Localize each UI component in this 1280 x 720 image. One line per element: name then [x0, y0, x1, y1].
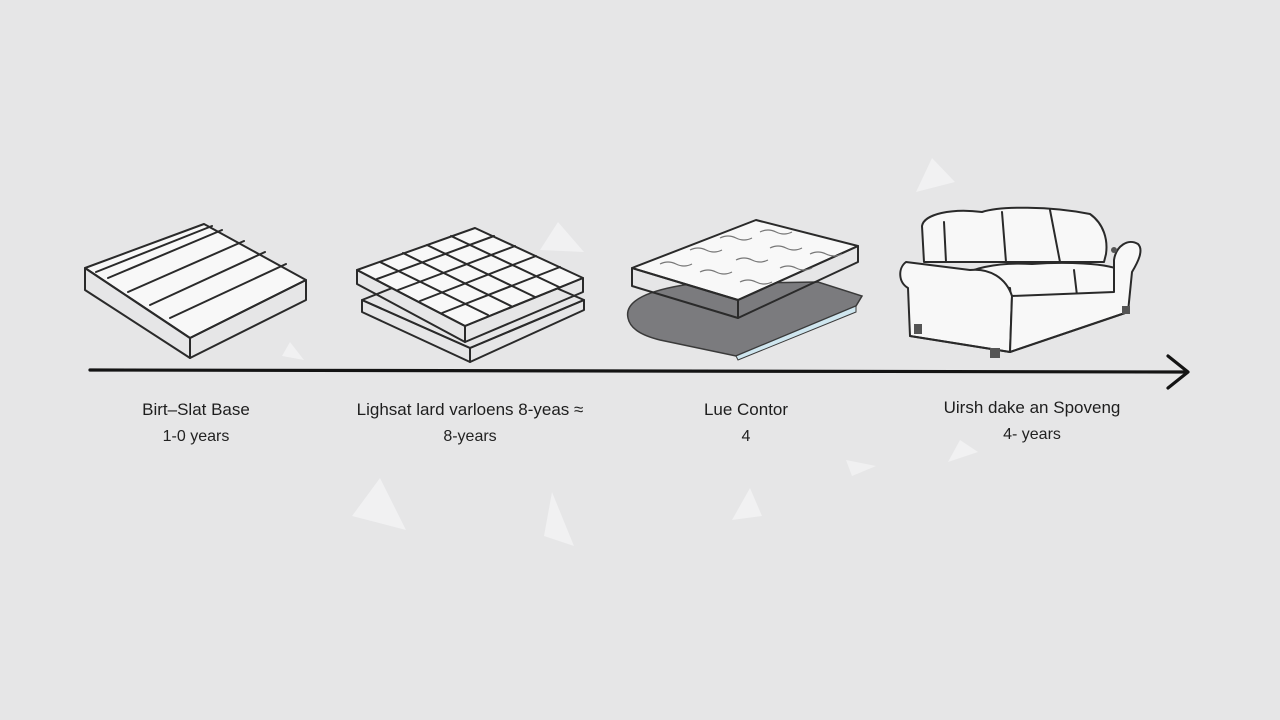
stage-label-foam-topper: Lue Contor 4	[646, 399, 846, 448]
slatted-bed-base-icon	[84, 223, 307, 359]
timeline-arrow	[88, 354, 1190, 390]
stage-name: Lue Contor	[703, 400, 789, 419]
stage-duration: 4	[741, 428, 751, 445]
background-shards	[282, 158, 978, 546]
stage-label-grid-frame: Lighsat lard varloens 8-yeas ≈ 8-years	[330, 399, 610, 448]
sofa-icon	[899, 206, 1142, 358]
stage-duration: 8-years	[443, 428, 497, 445]
stage-duration: 1-0 years	[162, 428, 230, 445]
grid-bed-frame-icon	[356, 227, 585, 363]
stage-label-slatted-base: Birt–Slat Base 1-0 years	[96, 399, 296, 448]
stage-name: Uirsh dake an Spoveng	[943, 398, 1121, 417]
stage-name: Birt–Slat Base	[142, 400, 250, 419]
stage-duration: 4- years	[1003, 426, 1061, 443]
stage-name: Lighsat lard varloens 8-yeas ≈	[356, 400, 584, 419]
foam-mattress-topper-icon	[626, 219, 864, 361]
stage-label-sofa: Uirsh dake an Spoveng 4- years	[912, 397, 1152, 446]
